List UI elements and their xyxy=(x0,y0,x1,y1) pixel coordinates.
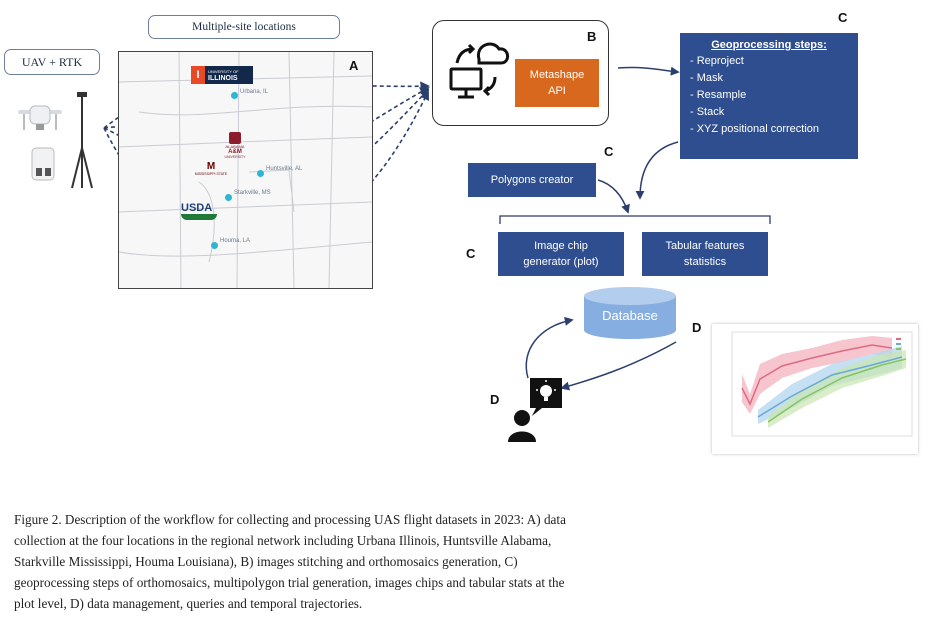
msstate-m-icon: M xyxy=(206,161,216,172)
site-dot-starkville xyxy=(225,194,232,201)
usda-logo: USDA xyxy=(181,202,217,224)
msstate-logo: M MISSISSIPPI STATE xyxy=(191,162,231,182)
arrow-uav-urbana xyxy=(103,85,238,129)
aamu-crest-icon xyxy=(229,132,241,144)
caption-line: Figure 2. Description of the workflow fo… xyxy=(14,512,566,527)
site-label-urbana: Urbana, IL xyxy=(240,89,269,95)
label-b: B xyxy=(587,29,597,44)
geoprocessing-box: Geoprocessing steps: - Reproject - Mask … xyxy=(680,33,858,159)
aamu-logo: ALABAMA A&M UNIVERSITY xyxy=(215,132,255,159)
person-icon xyxy=(514,410,530,426)
site-dot-urbana xyxy=(231,92,238,99)
user-insight-icon xyxy=(508,378,562,442)
polygons-creator-box: Polygons creator xyxy=(468,163,596,197)
uav-rtk-icon xyxy=(18,92,93,189)
drone-icon xyxy=(18,105,62,130)
site-label-houma: Houma, LA xyxy=(220,238,251,244)
metashape-api-box: Metashape API xyxy=(515,59,599,107)
label-c-geoprocessing: C xyxy=(838,10,848,25)
geoprocessing-step: - XYZ positional correction xyxy=(690,123,819,135)
illinois-i-icon: I xyxy=(191,66,205,84)
database-icon xyxy=(584,287,676,339)
arrow-user-to-db xyxy=(525,316,574,379)
label-d-user: D xyxy=(490,392,500,407)
arrow-polygons-to-bracket xyxy=(597,179,630,214)
c-output-bracket xyxy=(499,215,771,224)
trajectory-lines xyxy=(731,331,913,437)
arrow-houma-metashape xyxy=(215,90,429,249)
usda-field-icon xyxy=(181,214,217,220)
caption-line: geoprocessing steps of orthomosaics, mul… xyxy=(14,575,565,590)
label-d-chart: D xyxy=(692,320,702,335)
caption-line: Starkville Mississippi, Houma Louisiana)… xyxy=(14,554,518,569)
base-station-icon xyxy=(31,147,55,181)
geoprocessing-step: - Stack xyxy=(690,106,725,118)
geoprocessing-step-list: - Reproject - Mask - Resample - Stack - … xyxy=(690,53,848,138)
database-label: Database xyxy=(602,308,658,323)
label-c-outputs: C xyxy=(466,246,476,261)
stitching-box: B Metashape API xyxy=(432,20,609,126)
lightbulb-icon xyxy=(540,385,552,397)
state-borders xyxy=(119,52,372,288)
figure-caption: Figure 2. Description of the workflow fo… xyxy=(14,509,918,614)
label-a: A xyxy=(349,58,359,73)
site-label-huntsville: Huntsville, AL xyxy=(266,166,303,172)
arrow-huntsville-metashape xyxy=(261,87,430,171)
label-c-polygons: C xyxy=(604,144,614,159)
geoprocessing-step: - Reproject xyxy=(690,55,744,67)
site-label-starkville: Starkville, MS xyxy=(234,190,271,196)
tripod-icon xyxy=(71,92,93,189)
site-dot-huntsville xyxy=(257,170,264,177)
cloud-sync-icon xyxy=(449,42,509,99)
site-dot-houma xyxy=(211,242,218,249)
illinois-logo: I UNIVERSITY OF ILLINOIS xyxy=(191,66,253,84)
geoprocessing-step: - Resample xyxy=(690,89,747,101)
sites-header: Multiple-site locations xyxy=(148,15,340,39)
tabular-stats-box: Tabular features statistics xyxy=(642,232,768,276)
arrow-b-to-c xyxy=(617,66,680,76)
geoprocessing-title: Geoprocessing steps: xyxy=(711,39,827,51)
temporal-trajectory-plot xyxy=(712,324,918,454)
arrow-c-to-bracket xyxy=(635,141,679,200)
geoprocessing-step: - Mask xyxy=(690,72,723,84)
uav-rtk-label: UAV + RTK xyxy=(4,49,100,75)
arrow-db-to-user xyxy=(560,341,677,391)
caption-line: collection at the four locations in the … xyxy=(14,533,552,548)
site-map: A I UNIVERSITY OF ILLINOIS ALABAMA A&M U… xyxy=(118,51,373,289)
caption-line: plot level, D) data management, queries … xyxy=(14,596,363,611)
image-chip-box: Image chip generator (plot) xyxy=(498,232,624,276)
